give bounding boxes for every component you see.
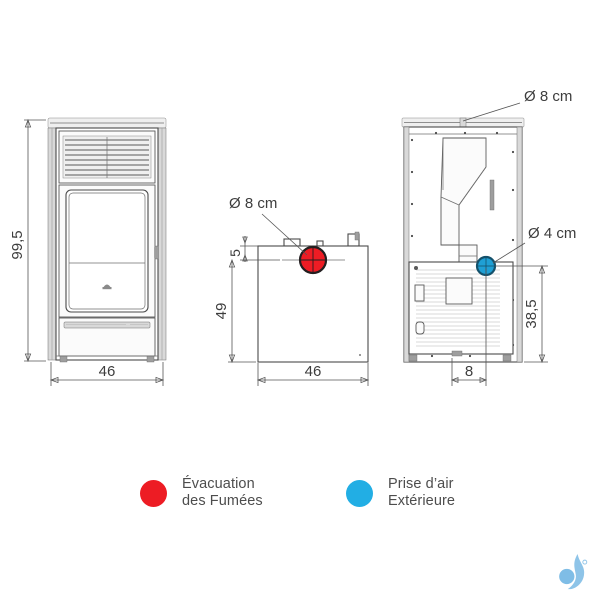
rear-flue-callout-text: Ø 8 cm [229, 195, 277, 212]
rear-offset-dimension: 5 [227, 236, 280, 262]
rear-top-connector [354, 231, 360, 241]
rear-width-dimension: 46 [256, 363, 370, 386]
side-width-dimension: 8 [450, 268, 488, 386]
legend-item-flue-label: Évacuation des Fumées [182, 476, 263, 509]
rear-width-value: 46 [305, 363, 322, 380]
side-access-plate [445, 277, 473, 305]
legend-item-air-label: Prise d’air Extérieure [388, 476, 456, 509]
rear-flue-callout: Ø 8 cm [229, 195, 308, 256]
front-height-value: 99,5 [9, 230, 26, 259]
side-right-wall [516, 126, 523, 363]
side-height-dimension: 38,5 [495, 264, 548, 364]
rear-height-value: 49 [213, 303, 230, 320]
side-power-socket[interactable] [414, 284, 425, 302]
rear-bottom-mark [359, 354, 361, 356]
front-height-dimension: 99,5 [9, 118, 46, 363]
rear-view-group: Ø 8 cm 5 49 [213, 195, 370, 386]
side-screw [414, 266, 418, 270]
side-flue-callout: Ø 8 cm [462, 88, 572, 122]
front-door-glass [68, 192, 146, 310]
rear-top-tab [316, 240, 324, 247]
side-top-seam [459, 117, 467, 128]
side-width-value: 8 [465, 363, 473, 380]
front-door-handle[interactable] [154, 245, 159, 260]
legend: Évacuation des Fumées Prise d’air Extéri… [140, 476, 560, 530]
side-foot-right [502, 354, 512, 362]
blue-dot-icon [346, 479, 373, 507]
flame-droplet-logo [559, 554, 588, 590]
side-flue-callout-text: Ø 8 cm [524, 88, 572, 105]
legend-item-flue: Évacuation des Fumées [140, 476, 263, 510]
front-foot-right [146, 355, 155, 363]
front-foot-left [59, 355, 68, 363]
front-drawer-vent [63, 321, 151, 329]
front-view-group: 99,5 46 [9, 117, 167, 386]
front-width-value: 46 [99, 363, 116, 380]
front-door-brand-mark [102, 284, 112, 290]
side-air-callout: Ø 4 cm [492, 225, 576, 264]
side-switch[interactable] [415, 321, 425, 335]
side-foot-left [408, 354, 418, 362]
side-baffle [489, 179, 495, 211]
front-width-dimension: 46 [49, 362, 165, 386]
red-dot-icon [140, 479, 167, 507]
rear-top-boss-left [283, 238, 301, 247]
side-view-group: Ø 8 cm Ø 4 cm 38,5 [401, 88, 576, 386]
legend-item-air: Prise d’air Extérieure [346, 476, 455, 510]
side-height-value: 38,5 [523, 299, 540, 328]
rear-offset-value: 5 [227, 249, 243, 257]
side-left-wall [403, 126, 410, 363]
side-air-callout-text: Ø 4 cm [528, 225, 576, 242]
front-door [65, 189, 149, 313]
side-center-bracket [451, 350, 463, 357]
rear-height-dimension: 49 [213, 258, 256, 364]
side-rear-panel [408, 261, 514, 355]
